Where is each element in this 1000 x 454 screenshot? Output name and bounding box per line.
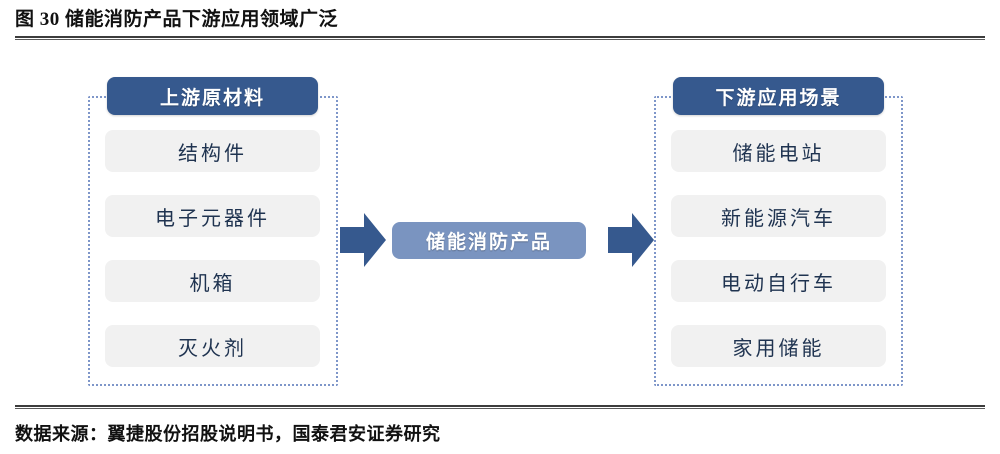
diagram-canvas: 上游原材料 结构件 电子元器件 机箱 灭火剂 储能消防产品 下游应用场景 储能电… [0, 48, 1000, 398]
downstream-item: 电动自行车 [671, 260, 886, 302]
upstream-item: 结构件 [105, 130, 320, 172]
downstream-item: 家用储能 [671, 325, 886, 367]
downstream-item: 储能电站 [671, 130, 886, 172]
source-note: 数据来源：翼捷股份招股说明书，国泰君安证券研究 [15, 424, 441, 444]
downstream-item: 新能源汽车 [671, 195, 886, 237]
page-title: 图 30 储能消防产品下游应用领域广泛 [15, 9, 339, 30]
upstream-item: 机箱 [105, 260, 320, 302]
upstream-item: 电子元器件 [105, 195, 320, 237]
arrow-right-icon [608, 211, 654, 269]
source-divider [15, 405, 985, 409]
upstream-item: 灭火剂 [105, 325, 320, 367]
center-product-node: 储能消防产品 [392, 222, 586, 259]
downstream-header: 下游应用场景 [673, 77, 884, 115]
upstream-header: 上游原材料 [107, 77, 318, 115]
arrow-right-icon [340, 211, 386, 269]
title-divider [15, 36, 985, 40]
